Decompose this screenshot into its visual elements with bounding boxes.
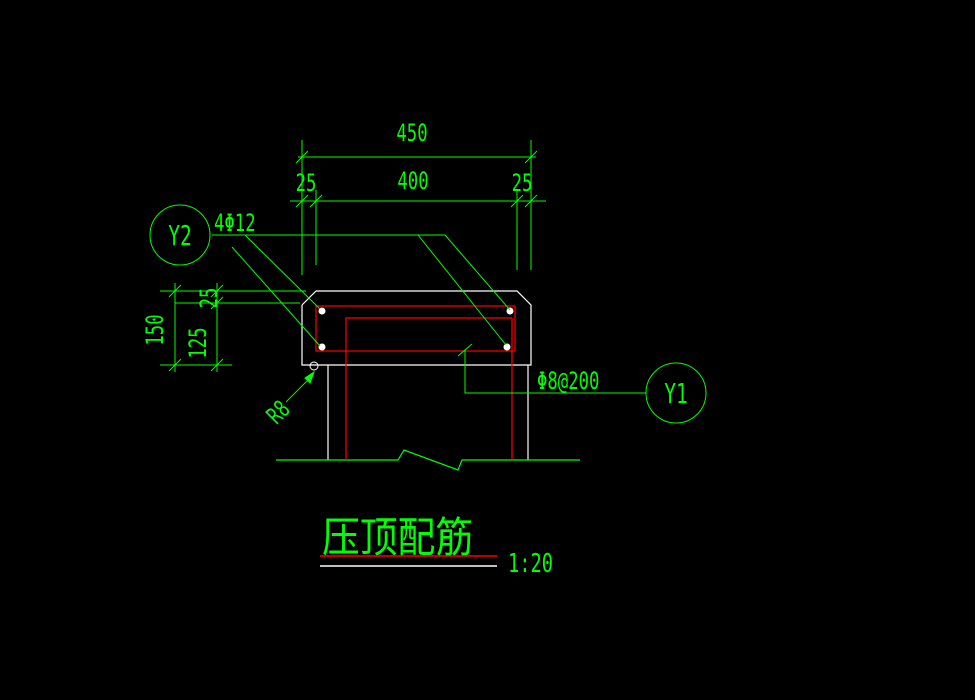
- main-rebar-dots: [318, 307, 514, 351]
- tick-450-left: [295, 150, 309, 164]
- reinforcement: [315, 305, 516, 460]
- dim-text-inner-width: 400: [397, 167, 428, 195]
- callout-bubble-y2: [149, 204, 211, 266]
- rebar-dot-top-right: [506, 307, 514, 315]
- tick-v-e: [210, 358, 224, 372]
- dim-text-inner-height: 125: [184, 327, 212, 358]
- rebar-dot-bottom-right: [503, 343, 511, 351]
- dim-text-cover-top: 25: [195, 288, 223, 309]
- fillet-radius-label: R8: [261, 395, 295, 429]
- tick-v-a: [168, 284, 182, 298]
- callout-y2: [149, 204, 511, 347]
- dim-text-total-height: 150: [141, 314, 169, 345]
- leader-y2-to-bottom-right: [417, 234, 507, 346]
- callout-spec-main-rebar: 4Φ12: [214, 209, 256, 237]
- vertical-dimensions: [160, 283, 306, 372]
- dim-text-total-width: 450: [396, 119, 427, 147]
- drawing-scale: 1:20: [508, 549, 553, 579]
- callout-text-y2: Y2: [168, 220, 192, 252]
- horizontal-dimensions: [290, 140, 546, 275]
- fillet-leader: [285, 376, 312, 403]
- coping-section-outline: [301, 290, 532, 366]
- leader-y1-tick: [457, 343, 473, 357]
- coping-outline: [301, 290, 532, 460]
- stirrup-loop: [315, 305, 516, 352]
- drawing-title: 压顶配筋: [322, 514, 473, 562]
- callout-y1: [457, 343, 707, 424]
- rebar-dot-bottom-left: [318, 343, 326, 351]
- fillet-arrowhead: [304, 370, 315, 384]
- leader-y2-to-top-left: [244, 234, 321, 310]
- callout-spec-stirrup: Φ8@200: [537, 367, 599, 395]
- tick-chain-c: [510, 194, 524, 208]
- wall-bar-left: [345, 317, 500, 460]
- tick-v-b: [168, 358, 182, 372]
- dim-text-cover-right: 25: [512, 169, 533, 197]
- fillet-circle: [309, 361, 319, 371]
- tick-450-right: [524, 150, 538, 164]
- leader-y1: [464, 350, 646, 394]
- leader-y2-to-bottom-left: [231, 246, 321, 347]
- tick-chain-a: [295, 194, 309, 208]
- leader-y2-to-top-right: [444, 234, 511, 311]
- tick-v-c: [210, 284, 224, 298]
- ground-break-line: [276, 449, 580, 471]
- tick-v-d: [210, 296, 224, 310]
- tick-chain-b: [309, 194, 323, 208]
- dim-text-cover-left: 25: [296, 169, 317, 197]
- rebar-dot-top-left: [318, 307, 326, 315]
- fillet-callout: [285, 370, 315, 403]
- callout-text-y1: Y1: [664, 378, 688, 410]
- tick-chain-d: [524, 194, 538, 208]
